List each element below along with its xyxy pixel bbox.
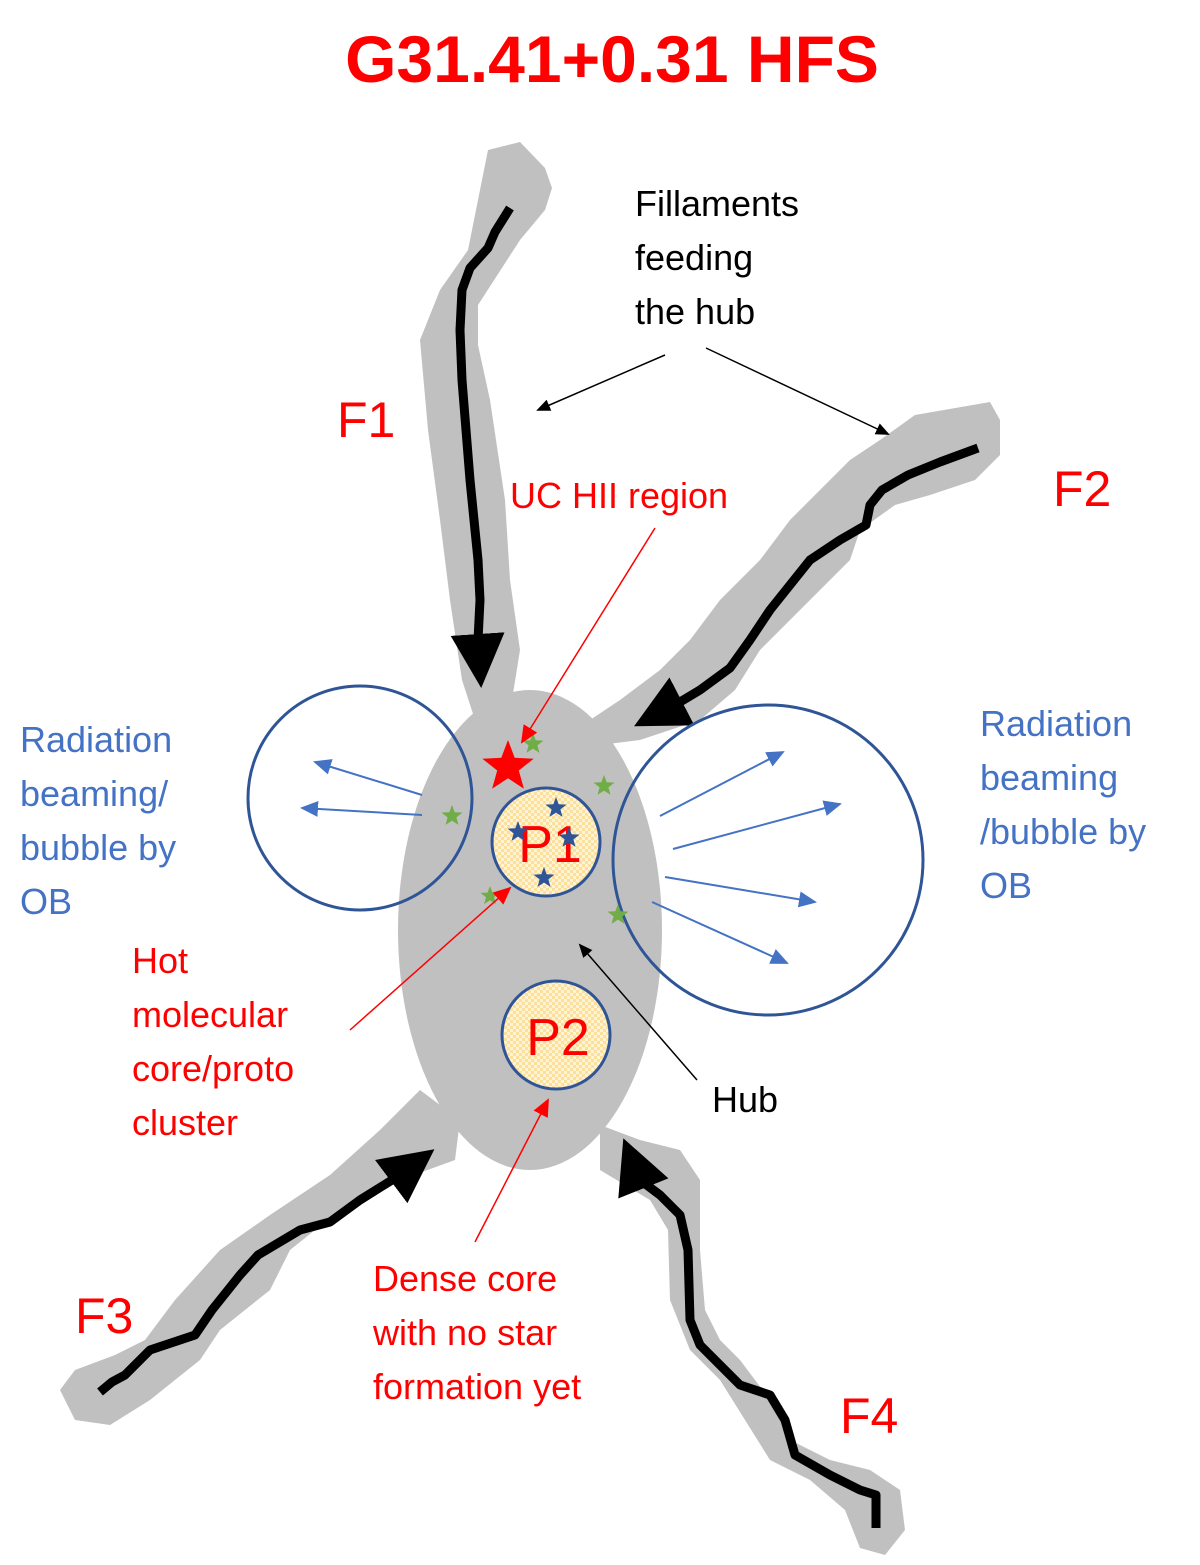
filament-label-f2: F2 (1053, 461, 1111, 517)
filament-f1-envelope (420, 142, 552, 720)
arrow-feeding-left (536, 354, 666, 411)
radiation-bubble-left (246, 684, 474, 912)
young-star-icon (441, 805, 463, 825)
arrow-feeding-right (705, 347, 890, 435)
annotation-filaments-feeding: Fillaments feeding the hub (635, 183, 809, 332)
core-p2-label: P2 (526, 1009, 590, 1067)
young-star-icon (480, 886, 500, 905)
radiation-beams (300, 751, 842, 964)
uc-hii-massive-star-icon (482, 740, 534, 789)
arrow-hot-core (349, 886, 512, 1031)
radiation-bubbles (246, 684, 925, 1017)
young-star-icon (593, 775, 615, 795)
filament-f4-spine (618, 1138, 881, 1528)
core-p1-label: P1 (518, 816, 582, 874)
diagram-title: G31.41+0.31 HFS (345, 22, 879, 96)
annotation-dense-core: Dense core with no star formation yet (372, 1258, 581, 1407)
annotation-arrows (349, 347, 890, 1243)
annotation-radiation-left: Radiation beaming/ bubble by OB (20, 719, 186, 922)
beam-right-1 (659, 751, 785, 817)
arrow-hub (578, 943, 698, 1081)
annotation-hot-core: Hot molecular core/proto cluster (132, 940, 304, 1143)
beam-left-1 (313, 759, 423, 796)
embedded-star-icon (558, 827, 580, 847)
filament-label-f4: F4 (840, 1388, 898, 1444)
embedded-star-icon (533, 867, 555, 887)
beam-right-4 (651, 901, 789, 964)
embedded-star-icon (545, 797, 567, 817)
arrow-dense-core (474, 1098, 549, 1243)
filament-f4-envelope (600, 1125, 905, 1555)
beam-left-2 (300, 800, 423, 817)
core-p2: P2 (500, 979, 612, 1091)
core-p2-circle (500, 979, 612, 1091)
annotation-uc-hii: UC HII region (510, 475, 728, 516)
annotation-hub: Hub (712, 1079, 778, 1120)
beam-right-2 (672, 800, 842, 850)
filament-f1-spine (450, 205, 514, 688)
filament-f2-spine (634, 443, 980, 727)
embedded-star-icon (507, 821, 529, 841)
core-p1: P1 (490, 786, 602, 898)
core-p1-circle (490, 786, 602, 898)
filament-label-f3: F3 (75, 1288, 133, 1344)
annotation-radiation-right: Radiation beaming /bubble by OB (980, 703, 1156, 906)
beam-right-3 (664, 876, 817, 908)
radiation-bubble-right (611, 703, 925, 1017)
hub-envelope (398, 690, 662, 1170)
arrow-uc-hii (520, 527, 656, 744)
filament-label-f1: F1 (337, 392, 395, 448)
filament-f3-spine (97, 1149, 435, 1396)
filament-spines (97, 205, 980, 1528)
young-star-icon (607, 904, 629, 924)
